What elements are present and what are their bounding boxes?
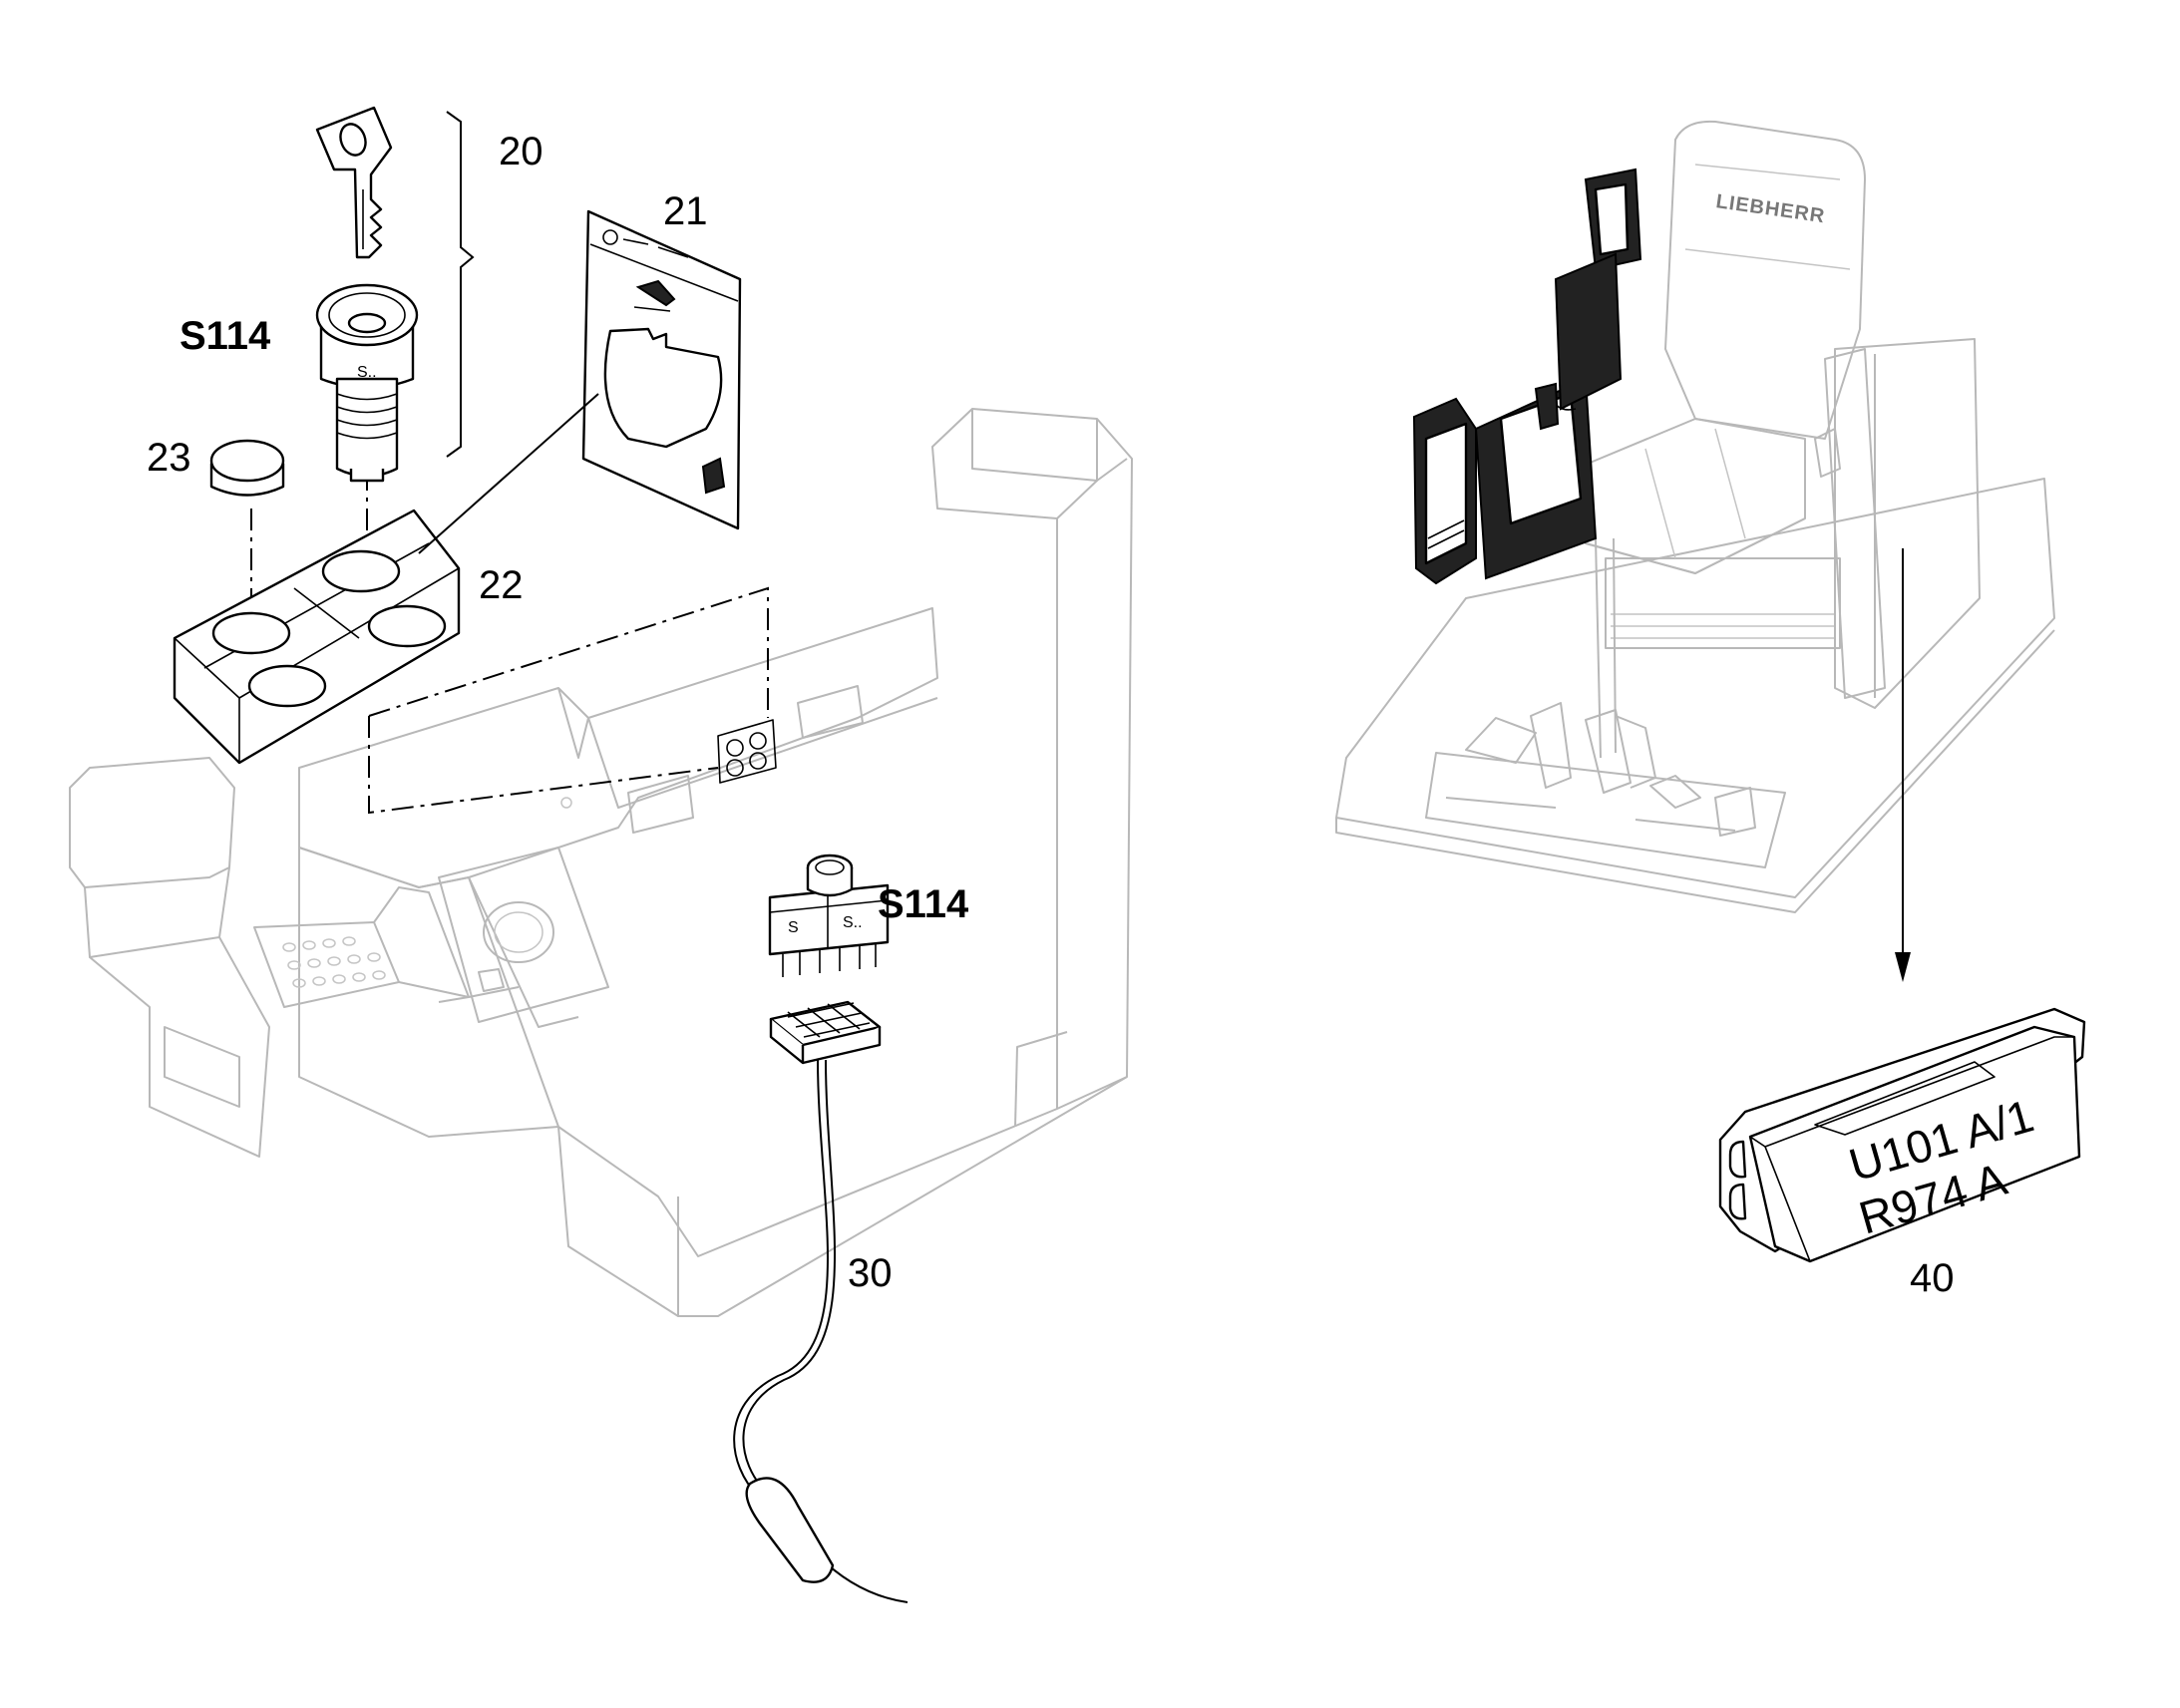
operator-console bbox=[69, 408, 1133, 1317]
switch-mark-right: S.. bbox=[843, 914, 863, 931]
operator-seat-assembly: LIEBHERR bbox=[1335, 120, 2055, 913]
switch-mark-left: S bbox=[788, 919, 799, 936]
seat-brand: LIEBHERR bbox=[1714, 190, 1826, 227]
vent-holes bbox=[282, 936, 386, 988]
blind-plug-part-23 bbox=[209, 439, 285, 497]
mount-line-panel-bottom bbox=[368, 716, 719, 815]
callout-22: 22 bbox=[479, 563, 524, 607]
callout-30: 30 bbox=[848, 1251, 893, 1295]
callout-20: 20 bbox=[499, 130, 544, 173]
callout-21: 21 bbox=[663, 189, 708, 233]
key-part-20 bbox=[315, 106, 393, 259]
key-switch-s114-cylinder: S.. bbox=[315, 283, 419, 483]
bracket-20 bbox=[446, 111, 475, 458]
callout-40: 40 bbox=[1910, 1256, 1955, 1300]
callout-23: 23 bbox=[147, 436, 191, 480]
cable-part-30 bbox=[733, 1059, 908, 1603]
mount-line-panel bbox=[368, 586, 769, 718]
callout-s114-switch: S114 bbox=[878, 882, 969, 926]
callout-s114-key: S114 bbox=[180, 314, 271, 358]
console-switch-recess bbox=[726, 732, 767, 777]
pointer-arrow-40 bbox=[1895, 548, 1911, 982]
mounting-plate-part-22 bbox=[173, 509, 461, 765]
key-cylinder-mark: S.. bbox=[357, 364, 377, 381]
label-plate-part-21 bbox=[418, 209, 742, 554]
control-box-part-40: U101 A/1 R974 A bbox=[1718, 1007, 2086, 1263]
switch-s114: S S.. bbox=[768, 854, 890, 1065]
